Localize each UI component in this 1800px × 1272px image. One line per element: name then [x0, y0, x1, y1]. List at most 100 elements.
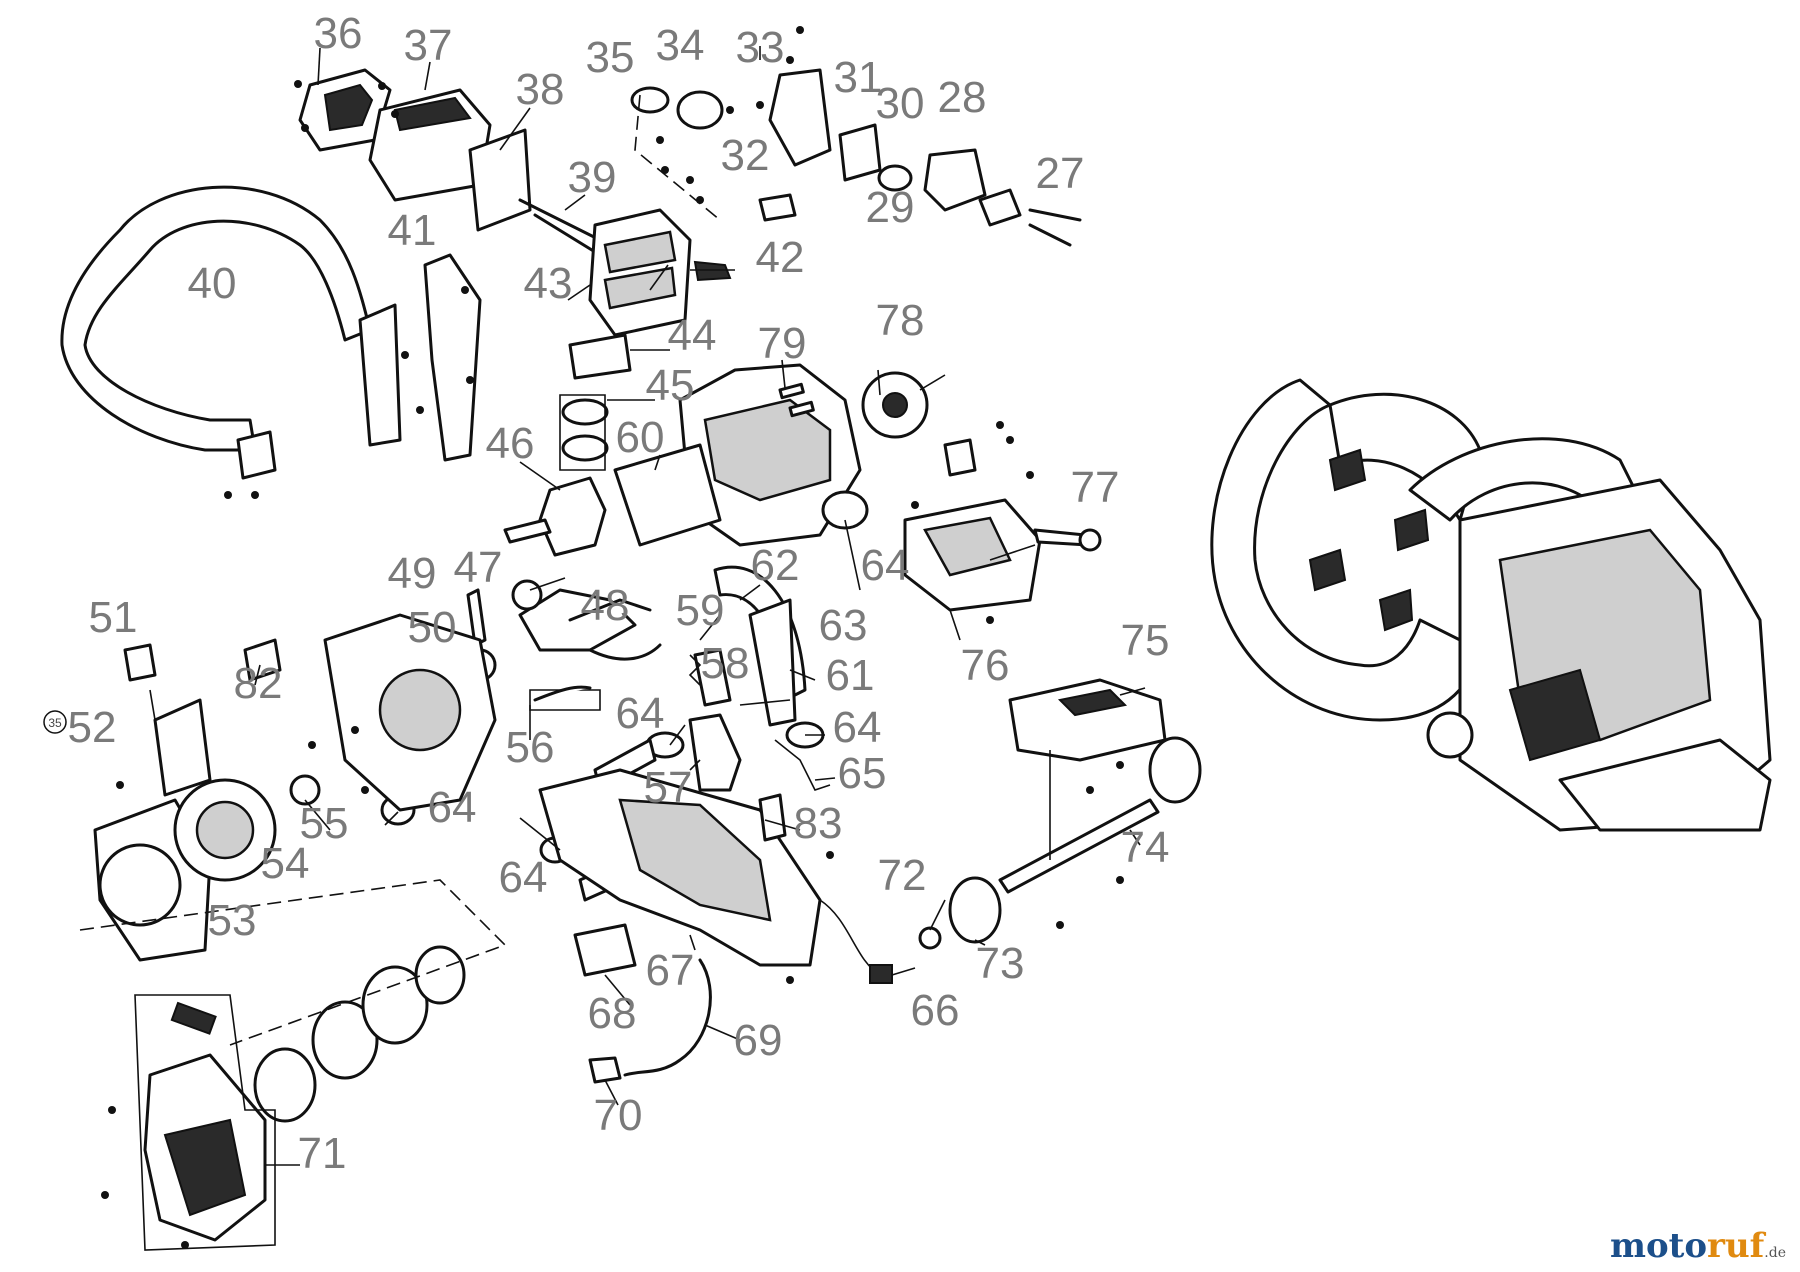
callout-64: 64	[861, 541, 910, 590]
callout-53: 53	[208, 896, 257, 945]
part-27-fitting	[978, 188, 1022, 227]
part-66-switch	[869, 964, 893, 984]
callout-51: 51	[89, 593, 138, 642]
part-47-bearing	[511, 579, 543, 611]
callout-60: 60	[616, 413, 665, 462]
callout-59: 59	[676, 586, 725, 635]
part-71-grille	[163, 1118, 247, 1217]
part-45-ring-2	[561, 434, 609, 462]
callout-68: 68	[588, 989, 637, 1038]
callout-43: 43	[524, 259, 573, 308]
part-46-piston	[538, 476, 607, 557]
callout-64: 64	[833, 703, 882, 752]
part-43-fins-2	[603, 266, 677, 310]
callout-41: 41	[388, 206, 437, 255]
callout-30: 30	[876, 79, 925, 128]
part-67-inner	[618, 798, 772, 922]
part-48-shaft	[568, 598, 652, 622]
callout-71: 71	[298, 1129, 347, 1178]
part-31-plate	[838, 123, 882, 182]
callout-75: 75	[1121, 616, 1170, 665]
leader-79	[781, 359, 786, 389]
part-65-link	[774, 739, 831, 791]
part-66-wire	[819, 899, 881, 976]
part-83-trigger	[758, 793, 787, 842]
part-68-cover	[573, 923, 637, 977]
part-79-pin-1	[778, 382, 805, 400]
leader-78	[877, 369, 881, 396]
callout-69: 69	[734, 1016, 783, 1065]
callout-63: 63	[819, 601, 868, 650]
leader-73	[974, 939, 986, 946]
part-37-top	[393, 96, 472, 132]
callout-27: 27	[1036, 149, 1085, 198]
assembled-saw-illustration	[1210, 378, 1772, 832]
part-recoil-pulley	[311, 1000, 379, 1080]
callout-28: 28	[938, 73, 987, 122]
callout-58: 58	[701, 639, 750, 688]
callout-39: 39	[568, 153, 617, 202]
part-54-flywheel-hub	[195, 800, 255, 860]
part-61-pin	[739, 699, 791, 706]
callout-61: 61	[826, 651, 875, 700]
callout-72: 72	[878, 851, 927, 900]
leader-64-e	[519, 817, 561, 851]
part-70-filter	[588, 1056, 622, 1084]
watermark-part1: moto	[1609, 1226, 1708, 1266]
part-45-bracket	[559, 394, 606, 471]
callout-64: 64	[499, 853, 548, 902]
leader-43	[567, 284, 591, 301]
callout-48: 48	[581, 581, 630, 630]
fasteners	[101, 26, 1124, 1249]
part-53-ring	[98, 843, 182, 927]
part-52-ignition	[153, 698, 212, 797]
part-71-frame	[134, 994, 276, 1251]
leader-82	[254, 664, 261, 686]
leader-69	[704, 1024, 741, 1041]
part-39-rod-2	[533, 213, 602, 257]
part-55-washer	[289, 774, 321, 806]
part-crankcase-inner	[703, 398, 832, 502]
leader-68	[604, 974, 631, 1006]
leader-59	[699, 614, 721, 641]
leader-55	[304, 799, 331, 831]
callout-66: 66	[911, 986, 960, 1035]
part-48-rod	[588, 643, 662, 661]
leader-52	[149, 689, 156, 721]
callout-31: 31	[834, 53, 883, 102]
callout-47: 47	[454, 543, 503, 592]
callout-34: 34	[656, 21, 705, 70]
part-33-plate	[768, 68, 832, 167]
callout-78: 78	[876, 296, 925, 345]
callout-29: 29	[866, 183, 915, 232]
part-38-gasket	[468, 128, 532, 232]
callout-74: 74	[1121, 823, 1170, 872]
leader-64-c	[669, 724, 686, 746]
small-circle-mark	[43, 710, 67, 734]
callout-33: 33	[736, 23, 785, 72]
part-49-clip	[466, 588, 487, 647]
leader-60	[654, 454, 661, 471]
leader-36	[317, 47, 321, 86]
callout-55: 55	[300, 799, 349, 848]
part-30-ring	[877, 164, 913, 192]
callout-38: 38	[516, 65, 565, 114]
callout-54: 54	[261, 839, 310, 888]
part-46-pin	[503, 518, 552, 544]
part-56-tube	[533, 685, 592, 702]
callout-37: 37	[404, 21, 453, 70]
callout-52: 52	[68, 703, 117, 752]
part-64-bushing-a	[821, 490, 869, 530]
callout-42: 42	[756, 233, 805, 282]
part-79-pin-2	[788, 400, 815, 418]
leader-67	[689, 934, 696, 951]
leader-64-d	[384, 811, 399, 826]
part-recoil-pawl	[414, 945, 466, 1005]
callout-76: 76	[961, 641, 1010, 690]
callout-36: 36	[314, 9, 363, 58]
callout-73: 73	[976, 939, 1025, 988]
watermark-suffix: .de	[1764, 1245, 1786, 1261]
callout-64: 64	[616, 689, 665, 738]
